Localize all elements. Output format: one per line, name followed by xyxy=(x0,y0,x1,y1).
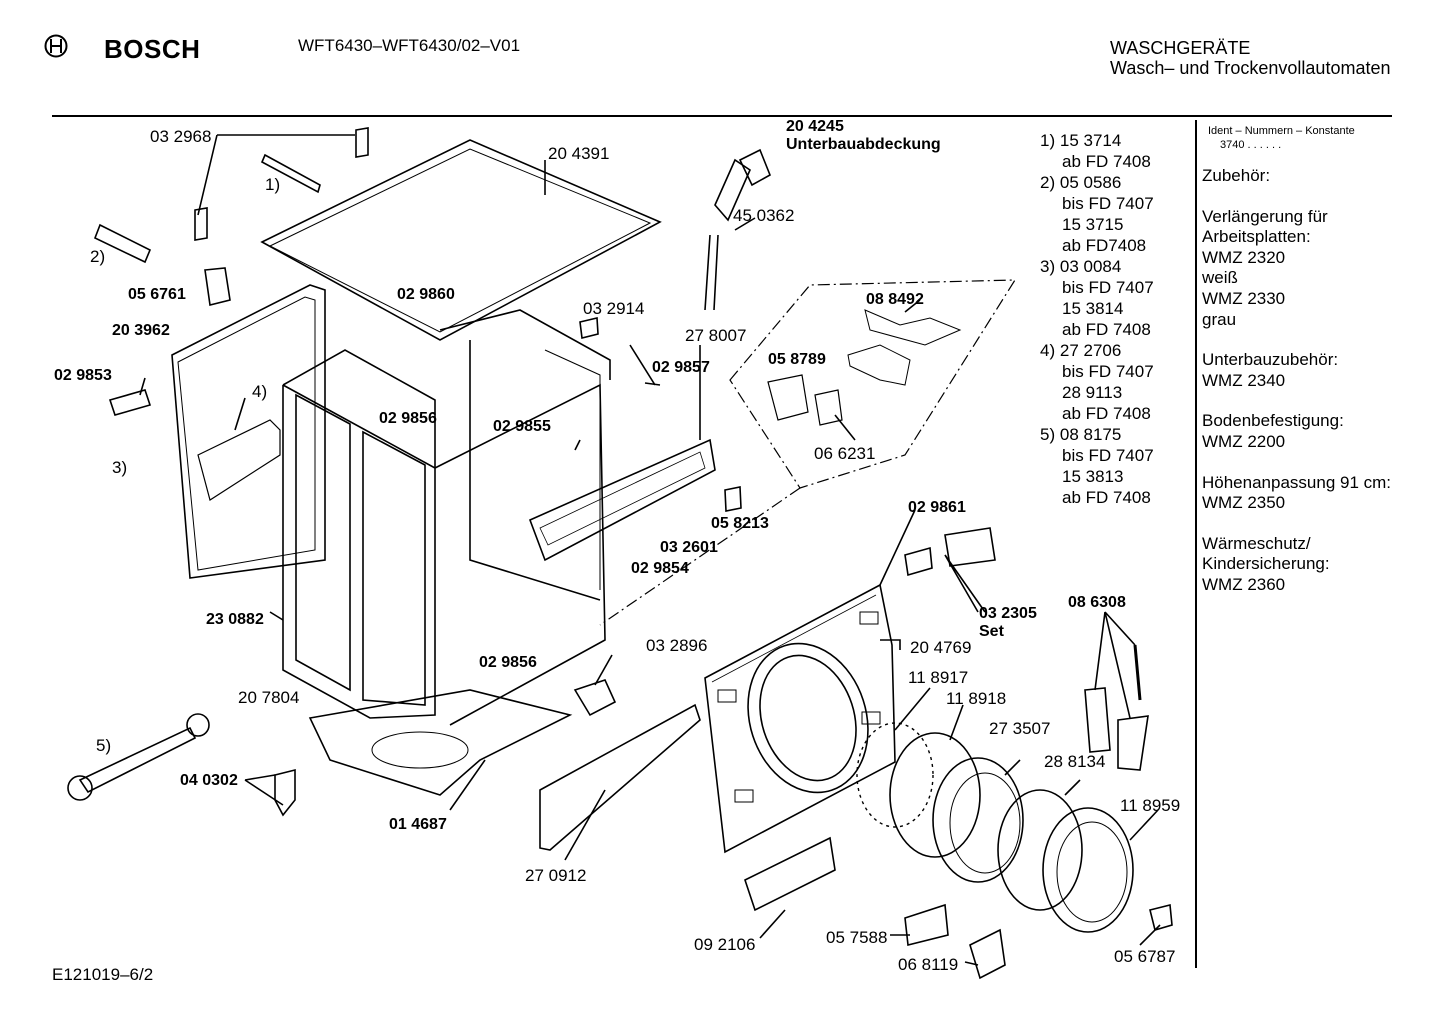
part-label: 02 9853 xyxy=(54,367,112,384)
header-divider xyxy=(52,115,1392,117)
part-label: 05 7588 xyxy=(826,928,888,947)
footnote-list: 1) 15 3714 ab FD 7408 2) 05 0586 bis FD … xyxy=(1040,130,1154,508)
bosch-logo-icon xyxy=(44,34,68,58)
part-label: 06 8119 xyxy=(898,955,959,974)
part-label: 01 4687 xyxy=(389,816,447,833)
part-label: 27 3507 xyxy=(989,719,1051,738)
part-label: 02 9857 xyxy=(652,359,710,376)
part-label: 45 0362 xyxy=(733,206,795,225)
footnote-line: ab FD7408 xyxy=(1062,236,1147,255)
part-label: 09 2106 xyxy=(694,935,756,954)
part-label: 03 2601 xyxy=(660,539,718,556)
part-label: 02 9855 xyxy=(493,418,551,435)
part-label: 08 6308 xyxy=(1068,594,1126,611)
footnote-line: 28 9113 xyxy=(1062,383,1123,402)
accessory-line: WMZ 2200 xyxy=(1202,431,1286,451)
footnote-line: 15 3715 xyxy=(1062,215,1124,234)
part-label: 4) xyxy=(252,382,268,401)
footnote-line: ab FD 7408 xyxy=(1062,152,1151,171)
footnote-line: ab FD 7408 xyxy=(1062,488,1151,507)
accessory-line: Unterbauzubehör: xyxy=(1202,350,1339,370)
part-label: 20 3962 xyxy=(112,322,170,339)
footnote-2: 2) 05 0586 xyxy=(1040,173,1122,192)
accessory-line: WMZ 2330 xyxy=(1202,288,1286,308)
category-subtitle: Wasch– und Trockenvollautomaten xyxy=(1110,58,1391,78)
accessory-line: Wärmeschutz/ xyxy=(1202,533,1311,553)
category-title: WASCHGERÄTE xyxy=(1110,38,1251,58)
part-label: 27 8007 xyxy=(685,326,747,345)
drawing-code: E121019–6/2 xyxy=(52,965,154,984)
part-label: 11 8959 xyxy=(1120,796,1181,815)
footnote-line: bis FD 7407 xyxy=(1062,194,1154,213)
part-label: 3) xyxy=(112,458,128,477)
ident-value: 3740 . . . . . . xyxy=(1220,139,1282,151)
part-label: 20 4769 xyxy=(910,638,972,657)
part-label: 05 8213 xyxy=(711,515,769,532)
part-label: 20 4391 xyxy=(548,144,610,163)
part-label: 02 9856 xyxy=(479,654,537,671)
part-label: 03 2914 xyxy=(583,299,645,318)
footnote-line: bis FD 7407 xyxy=(1062,362,1154,381)
part-label: 05 6787 xyxy=(1114,947,1176,966)
ident-title: Ident – Nummern – Konstante xyxy=(1208,125,1355,137)
part-label: 2) xyxy=(90,247,106,266)
footnote-1: 1) 15 3714 xyxy=(1040,131,1122,150)
part-label: 02 9861 xyxy=(908,499,966,516)
part-label: 04 0302 xyxy=(180,772,238,789)
part-label: 03 2968 xyxy=(150,127,212,146)
accessory-heading: Zubehör: xyxy=(1202,166,1271,185)
part-label: 1) xyxy=(265,175,281,194)
part-label: Unterbauabdeckung xyxy=(786,136,941,153)
footnote-line: ab FD 7408 xyxy=(1062,404,1151,423)
part-label: 11 8918 xyxy=(946,689,1007,708)
footnote-3: 3) 03 0084 xyxy=(1040,257,1122,276)
footnote-line: 15 3814 xyxy=(1062,299,1124,318)
accessory-line: WMZ 2320 xyxy=(1202,247,1286,267)
part-label: 02 9854 xyxy=(631,560,689,577)
accessory-line: weiß xyxy=(1202,268,1238,288)
sidebar-divider xyxy=(1195,120,1197,968)
accessory-line: WMZ 2340 xyxy=(1202,370,1286,390)
part-label: 23 0882 xyxy=(206,611,264,628)
footnote-5: 5) 08 8175 xyxy=(1040,425,1122,444)
footnote-line: ab FD 7408 xyxy=(1062,320,1151,339)
part-label: 08 8492 xyxy=(866,291,924,308)
part-label: 20 7804 xyxy=(238,688,300,707)
part-label: Set xyxy=(979,623,1004,640)
accessory-line: WMZ 2350 xyxy=(1202,493,1286,513)
accessory-line: grau xyxy=(1202,309,1237,329)
part-label: 03 2896 xyxy=(646,636,708,655)
part-label: 28 8134 xyxy=(1044,752,1106,771)
part-label: 11 8917 xyxy=(908,668,969,687)
part-label: 05 6761 xyxy=(128,286,186,303)
part-label: 03 2305 xyxy=(979,605,1037,622)
accessory-line: Kindersicherung: xyxy=(1202,554,1330,574)
brand-name: BOSCH xyxy=(104,34,201,64)
accessories-sidebar: Ident – Nummern – Konstante 3740 . . . .… xyxy=(1202,124,1434,596)
footnote-line: bis FD 7407 xyxy=(1062,278,1154,297)
part-label: 20 4245 xyxy=(786,118,844,135)
part-label: 5) xyxy=(96,736,112,755)
accessory-line: Bodenbefestigung: xyxy=(1202,411,1344,431)
footnote-line: bis FD 7407 xyxy=(1062,446,1154,465)
accessory-line: Arbeitsplatten: xyxy=(1202,227,1311,247)
accessory-line: Verlängerung für xyxy=(1202,206,1328,226)
exploded-view-drawing xyxy=(67,127,1173,980)
footnote-line: 15 3813 xyxy=(1062,467,1124,486)
part-label: 27 0912 xyxy=(525,866,587,885)
part-label: 02 9860 xyxy=(397,286,455,303)
accessory-line: Höhenanpassung 91 cm: xyxy=(1202,472,1392,492)
model-number: WFT6430–WFT6430/02–V01 xyxy=(298,36,521,55)
part-label: 05 8789 xyxy=(768,351,826,368)
accessory-line: WMZ 2360 xyxy=(1202,574,1286,594)
part-label: 02 9856 xyxy=(379,410,437,427)
footnote-4: 4) 27 2706 xyxy=(1040,341,1122,360)
part-label: 06 6231 xyxy=(814,444,876,463)
